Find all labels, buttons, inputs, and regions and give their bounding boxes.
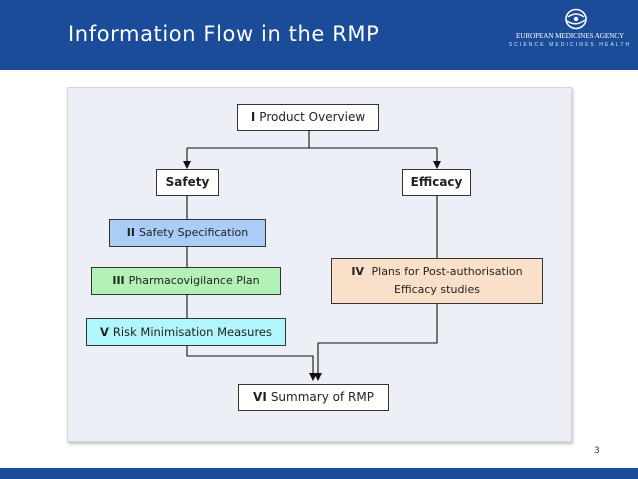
pharmacovigilance-plan-box: III Pharmacovigilance Plan	[91, 267, 281, 295]
footer-bar	[0, 468, 638, 479]
efficacy-plans-label-line-1: Plans for Post-authorisation	[371, 265, 523, 279]
slide-title: Information Flow in the RMP	[68, 22, 380, 46]
product-overview-box: I Product Overview	[237, 104, 379, 131]
safety-specification-box: II Safety Specification	[109, 219, 266, 247]
connector-risk-minimisation-to-summary	[186, 346, 317, 381]
safety-specification-label: Safety Specification	[138, 226, 249, 240]
connector-plans-to-summary	[314, 304, 438, 381]
globe-icon	[565, 8, 587, 30]
risk-minimisation-numeral: V	[100, 324, 109, 339]
page-number: 3	[594, 446, 600, 456]
summary-box: VI Summary of RMP	[238, 384, 389, 411]
efficacy-plans-label-line-2: Efficacy studies	[394, 283, 480, 296]
efficacy-label: Efficacy	[410, 174, 463, 189]
summary-numeral: VI	[253, 389, 267, 404]
logo-name: EUROPEAN MEDICINES AGENCY	[515, 32, 625, 40]
safety-specification-numeral: II	[126, 226, 135, 240]
logo-tagline: SCIENCE MEDICINES HEALTH	[508, 42, 632, 48]
header-bar: Information Flow in the RMP EUROPEAN MED…	[0, 0, 638, 70]
safety-label: Safety	[165, 174, 210, 189]
pharmacovigilance-plan-numeral: III	[112, 274, 125, 288]
summary-label: Summary of RMP	[270, 389, 374, 404]
efficacy-plans-line-1: IV Plans for Post-authorisation	[351, 263, 522, 281]
connector-overview-to-branches	[187, 131, 437, 149]
agency-logo: EUROPEAN MEDICINES AGENCY SCIENCE MEDICI…	[508, 6, 632, 50]
product-overview-numeral: I	[250, 109, 256, 124]
efficacy-plans-numeral: IV	[351, 265, 364, 279]
pharmacovigilance-plan-label: Pharmacovigilance Plan	[128, 274, 260, 288]
product-overview-label: Product Overview	[259, 109, 366, 124]
efficacy-plans-box: IV Plans for Post-authorisation Efficacy…	[331, 258, 543, 304]
efficacy-box: Efficacy	[402, 169, 471, 196]
risk-minimisation-box: V Risk Minimisation Measures	[86, 318, 286, 346]
safety-box: Safety	[156, 169, 219, 196]
risk-minimisation-label: Risk Minimisation Measures	[112, 324, 272, 339]
